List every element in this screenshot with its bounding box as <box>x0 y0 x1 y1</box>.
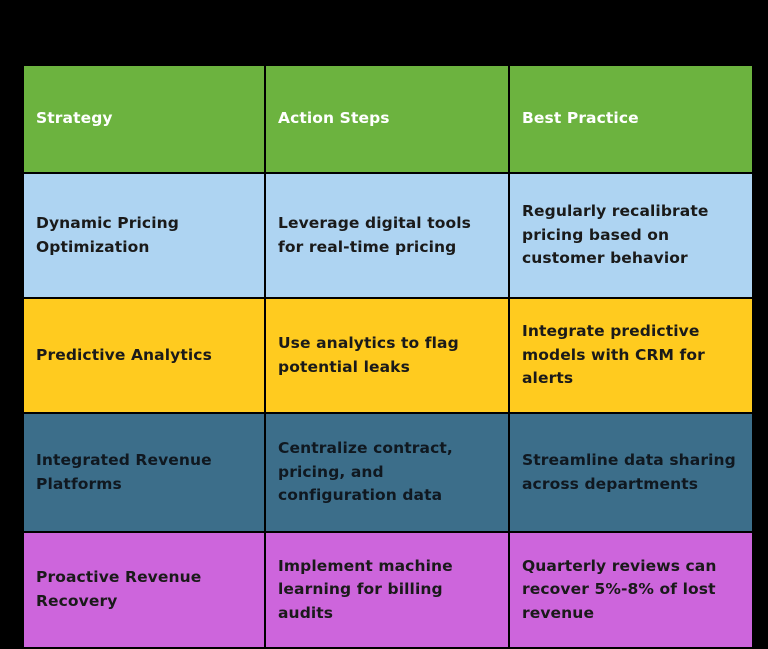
table-row: Predictive Analytics Use analytics to fl… <box>22 297 754 414</box>
cell-best-practice: Streamline data sharing across departmen… <box>508 412 754 533</box>
cell-strategy: Dynamic Pricing Optimization <box>22 172 266 299</box>
strategy-table: Strategy Action Steps Best Practice Dyna… <box>22 64 754 649</box>
column-header-action-steps: Action Steps <box>264 64 510 174</box>
cell-action-steps: Centralize contract, pricing, and config… <box>264 412 510 533</box>
table-header-row: Strategy Action Steps Best Practice <box>22 64 754 174</box>
strategy-table-container: Strategy Action Steps Best Practice Dyna… <box>22 64 754 649</box>
cell-action-steps: Leverage digital tools for real-time pri… <box>264 172 510 299</box>
cell-strategy: Integrated Revenue Platforms <box>22 412 266 533</box>
table-row: Proactive Revenue Recovery Implement mac… <box>22 531 754 649</box>
table-row: Dynamic Pricing Optimization Leverage di… <box>22 172 754 299</box>
cell-best-practice: Integrate predictive models with CRM for… <box>508 297 754 414</box>
cell-action-steps: Implement machine learning for billing a… <box>264 531 510 649</box>
column-header-strategy: Strategy <box>22 64 266 174</box>
table-body: Dynamic Pricing Optimization Leverage di… <box>22 172 754 649</box>
cell-action-steps: Use analytics to flag potential leaks <box>264 297 510 414</box>
table-row: Integrated Revenue Platforms Centralize … <box>22 412 754 533</box>
cell-best-practice: Regularly recalibrate pricing based on c… <box>508 172 754 299</box>
cell-best-practice: Quarterly reviews can recover 5%-8% of l… <box>508 531 754 649</box>
cell-strategy: Predictive Analytics <box>22 297 266 414</box>
table-header: Strategy Action Steps Best Practice <box>22 64 754 174</box>
column-header-best-practice: Best Practice <box>508 64 754 174</box>
cell-strategy: Proactive Revenue Recovery <box>22 531 266 649</box>
